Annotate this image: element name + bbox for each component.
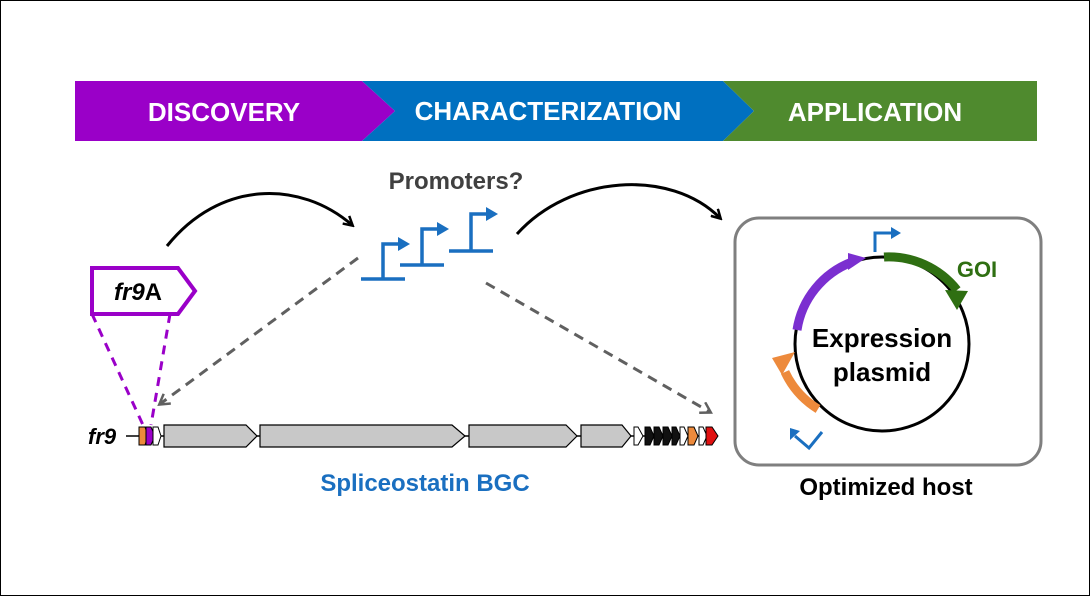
gene-large-3	[468, 424, 578, 448]
plasmid-title-line1: Expression	[812, 323, 952, 353]
gene-end-orange	[687, 426, 699, 446]
cluster-caption: Spliceostatin BGC	[320, 470, 529, 497]
promoter-icon-3	[449, 207, 498, 253]
stage-characterization	[362, 81, 754, 141]
stage-discovery	[75, 81, 395, 141]
cluster-name-label: fr9	[88, 424, 117, 449]
promoter-icons	[361, 207, 498, 281]
promoters-label: Promoters?	[389, 168, 524, 195]
plasmid-promoter-bottom	[790, 428, 824, 451]
gene-end-black-3	[662, 426, 673, 446]
gene-end-white-3	[698, 426, 708, 446]
plasmid-title-line2: plasmid	[833, 357, 931, 387]
promoter-icon-1	[361, 237, 410, 281]
gene-end-white-1	[633, 426, 644, 446]
gene-cluster: fr9	[88, 424, 719, 449]
stage-discovery-label: DISCOVERY	[148, 97, 300, 127]
gene-end-black-4	[671, 426, 681, 446]
promoter-icon-2	[400, 222, 449, 267]
plasmid-goi-arc	[883, 252, 961, 293]
gene-large-1	[163, 424, 258, 448]
plasmid-violet-arc	[792, 257, 854, 331]
dashed-arrow-left	[160, 256, 359, 404]
plasmid-ring	[793, 255, 971, 433]
fr9a-italic-label: fr9	[114, 279, 145, 306]
gene-large-2	[259, 424, 466, 448]
fr9a-gene-box: fr9A	[90, 266, 198, 316]
plasmid-promoter-top	[873, 227, 901, 252]
arrow-discovery-to-promoters	[165, 192, 352, 247]
gene-small-white-1	[152, 426, 162, 446]
stage-banner: DISCOVERY CHARACTERIZATION APPLICATION	[75, 81, 1037, 141]
gene-end-red	[705, 426, 719, 446]
optimized-host: GOI Expression plasmid	[733, 216, 1043, 467]
fr9a-connector-left	[90, 313, 145, 426]
fr9a-connector-right	[149, 313, 172, 426]
plasmid-orange-arc	[780, 369, 821, 413]
stage-application-label: APPLICATION	[788, 97, 962, 127]
arrow-promoters-to-host	[515, 183, 720, 236]
gene-end-black-1	[644, 426, 655, 446]
gene-end-white-2	[679, 426, 689, 446]
goi-label: GOI	[957, 257, 997, 282]
stage-characterization-label: CHARACTERIZATION	[415, 96, 682, 126]
dashed-arrow-right	[485, 281, 710, 412]
host-label: Optimized host	[799, 474, 972, 501]
stage-application	[723, 81, 1037, 141]
gene-large-4	[580, 424, 632, 448]
fr9a-suffix-label: A	[145, 279, 162, 306]
gene-end-black-2	[653, 426, 664, 446]
svg-text:fr9A: fr9A	[114, 279, 162, 306]
